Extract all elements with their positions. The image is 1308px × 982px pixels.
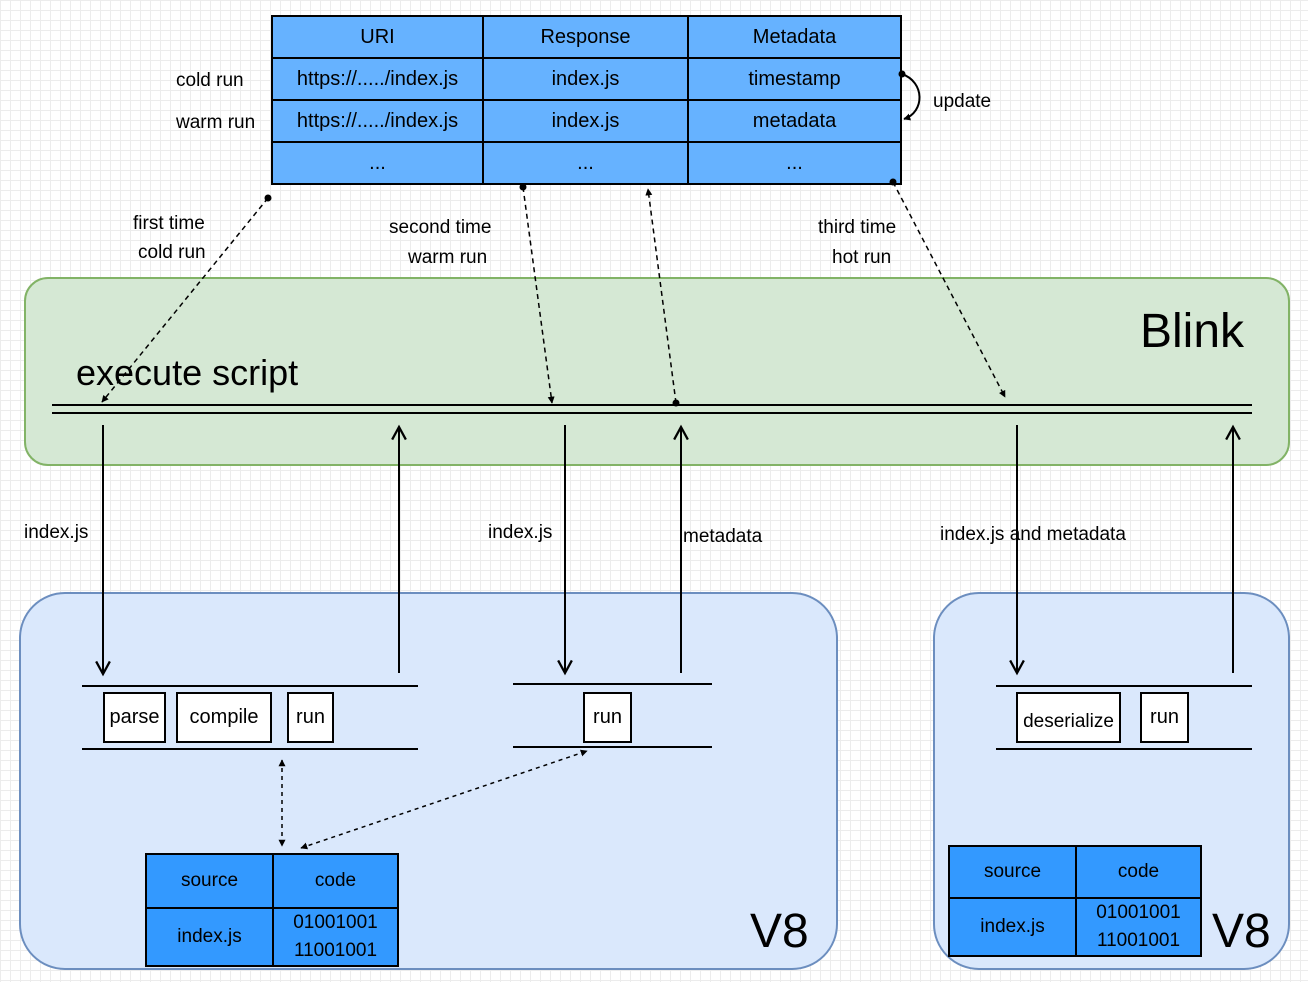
cache-source: index.js: [948, 897, 1077, 957]
cache-code-line: 01001001: [1096, 902, 1181, 923]
cache-header-source: source: [145, 853, 274, 909]
v8-right-title: V8: [1212, 905, 1271, 958]
cell-uri: ...: [271, 141, 484, 185]
v8-left-title: V8: [750, 905, 809, 958]
cell-response: index.js: [482, 57, 689, 101]
third-run-label-line2: hot run: [832, 247, 892, 268]
cell-uri: https://...../index.js: [271, 99, 484, 143]
third-run-label-line1: third time: [818, 217, 897, 238]
cache-access-warm-arrow: [300, 749, 588, 850]
cache-header-code: code: [1075, 845, 1202, 899]
row-label-warm: warm run: [176, 112, 256, 133]
cache-header-source: source: [948, 845, 1077, 899]
code-cache-table-left: source code index.js 01001001 11001001: [145, 853, 399, 967]
second-run-arrow: [522, 186, 555, 404]
header-uri: URI: [271, 15, 484, 59]
second-run-label-line1: second time: [389, 217, 492, 238]
cell-metadata: ...: [687, 141, 902, 185]
table-row: index.js 01001001 11001001: [145, 907, 399, 967]
table-row: https://...../index.js index.js metadata: [271, 99, 902, 143]
run-step-warm: run: [583, 692, 632, 743]
table-row: index.js 01001001 11001001: [948, 897, 1202, 957]
table-row: https://...../index.js index.js timestam…: [271, 57, 902, 101]
table-row: ... ... ...: [271, 141, 902, 185]
update-arrow: [901, 73, 921, 121]
code-cache-table-right: source code index.js 01001001 11001001: [948, 845, 1202, 957]
cache-header-code: code: [272, 853, 399, 909]
warm-up-label: metadata: [683, 526, 763, 547]
header-response: Response: [482, 15, 689, 59]
run-step-cold: run: [287, 692, 334, 743]
cell-metadata: timestamp: [687, 57, 902, 101]
third-run-arrow: [892, 181, 1006, 398]
compile-step: compile: [176, 692, 272, 743]
hot-down-label: index.js and metadata: [940, 524, 1126, 545]
cell-metadata: metadata: [687, 99, 902, 143]
blink-region: [24, 277, 1290, 466]
cache-code: 01001001 11001001: [272, 907, 399, 967]
cache-code: 01001001 11001001: [1075, 897, 1202, 957]
execute-script-label: execute script: [76, 352, 299, 393]
cell-response: ...: [482, 141, 689, 185]
cache-code-line: 11001001: [1096, 930, 1181, 951]
deserialize-step: deserialize: [1016, 692, 1121, 743]
first-run-label-line1: first time: [133, 213, 205, 234]
cache-source: index.js: [145, 907, 274, 967]
cold-down-label: index.js: [24, 522, 89, 543]
cache-code-line: 01001001: [293, 912, 378, 933]
header-metadata: Metadata: [687, 15, 902, 59]
blink-title: Blink: [1140, 305, 1245, 358]
cache-code-line: 11001001: [293, 940, 378, 961]
parse-step: parse: [103, 692, 166, 743]
update-label: update: [933, 91, 992, 112]
http-cache-table: URI Response Metadata https://...../inde…: [271, 15, 902, 185]
row-label-cold: cold run: [176, 70, 244, 91]
run-step-hot: run: [1140, 692, 1189, 743]
cell-uri: https://...../index.js: [271, 57, 484, 101]
second-run-label-line2: warm run: [408, 247, 488, 268]
first-run-arrow: [101, 197, 269, 403]
cell-response: index.js: [482, 99, 689, 143]
metadata-write-arrow: [645, 188, 677, 404]
first-run-label-line2: cold run: [138, 242, 206, 263]
warm-down-label: index.js: [488, 522, 553, 543]
